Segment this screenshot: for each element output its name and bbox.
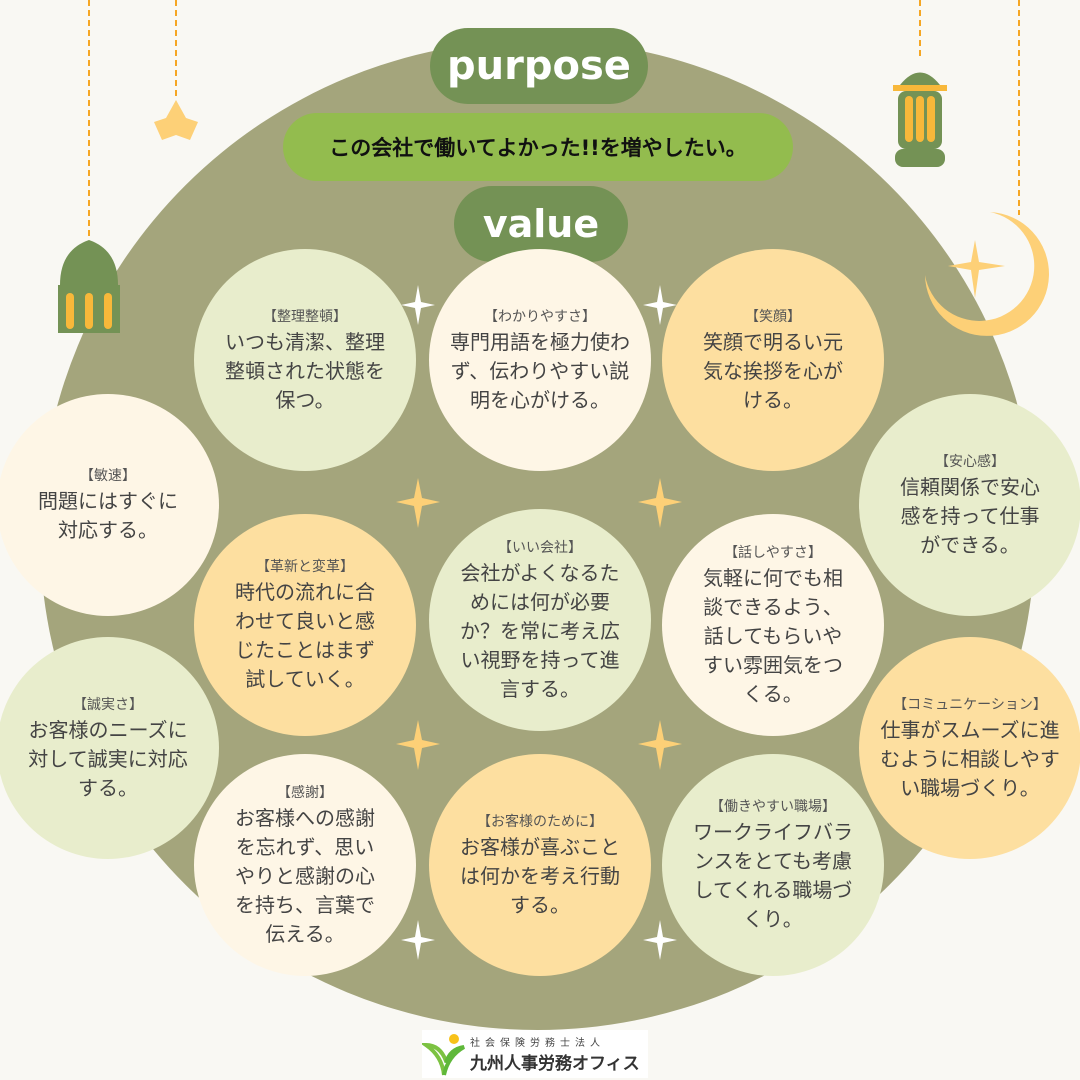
value-circle-sincerity: 【誠実さ】お客様のニーズに 対して誠実に対応 する。 [0,637,219,859]
value-circle-security: 【安心感】信頼関係で安心 感を持って仕事 ができる。 [859,394,1080,616]
value-circle-clarity: 【わかりやすさ】専門用語を極力使わ ず、伝わりやすい説 明を心がける。 [429,249,651,471]
value-body: 会社がよくなるた めには何が必要 か？を常に考え広 い視野を持って進 言する。 [460,560,620,701]
value-title: 【いい会社】 [498,539,582,556]
value-body: お客様が喜ぶこと は何かを考え行動 する。 [460,834,620,917]
purpose-label: purpose [430,28,648,104]
value-circle-approachability: 【話しやすさ】気軽に何でも相 談できるよう、 話してもらいや すい雰囲気をつ く… [662,514,884,736]
value-body: いつも清潔、整理 整頓された状態を 保つ。 [225,329,385,412]
lantern-right-icon [893,72,947,167]
value-circle-smile: 【笑顔】笑顔で明るい元 気な挨拶を心が ける。 [662,249,884,471]
value-body: 仕事がスムーズに進 むように相談しやす い職場づくり。 [880,717,1060,800]
logo-name: 九州人事労務オフィス [470,1054,640,1074]
logo-subtitle: 社会保険労務士法人 [470,1038,605,1049]
value-body: 時代の流れに合 わせて良いと感 じたことはまず 試していく。 [235,580,375,691]
star-icon [154,100,198,140]
value-circle-organization: 【整理整頓】いつも清潔、整理 整頓された状態を 保つ。 [194,249,416,471]
value-title: 【誠実さ】 [73,696,143,713]
value-title: 【わかりやすさ】 [484,308,596,325]
value-body: 気軽に何でも相 談できるよう、 話してもらいや すい雰囲気をつ くる。 [703,565,843,706]
value-circle-communication: 【コミュニケーション】仕事がスムーズに進 むように相談しやす い職場づくり。 [859,637,1080,859]
value-title: 【働きやすい職場】 [710,799,836,815]
leaf-logo-icon [422,1034,466,1076]
sparkles [401,285,677,960]
value-title: 【安心感】 [935,453,1005,470]
value-title: 【敏速】 [80,468,136,484]
value-body: ワークライフバラ ンスをとても考慮 してくれる職場づ くり。 [693,820,853,931]
lantern-left-icon [58,240,120,333]
moon-icon [925,212,1049,336]
value-circle-good-company: 【いい会社】会社がよくなるた めには何が必要 か？を常に考え広 い視野を持って進… [429,509,651,731]
value-body: 専門用語を極力使わ ず、伝わりやすい説 明を心がける。 [450,329,630,412]
value-title: 【お客様のために】 [477,813,603,830]
value-label: value [454,186,628,262]
mission-statement: この会社で働いてよかった!!を増やしたい。 [283,113,793,181]
value-body: お客様への感謝 を忘れず、思い やりと感謝の心 を持ち、言葉で 伝える。 [235,805,375,946]
company-logo: 社会保険労務士法人 九州人事労務オフィス [422,1030,648,1078]
value-body: 笑顔で明るい元 気な挨拶を心が ける。 [703,329,843,412]
value-circle-speed: 【敏速】問題にはすぐに 対応する。 [0,394,219,616]
sparkle-icon [948,240,1005,298]
value-body: 信頼関係で安心 感を持って仕事 ができる。 [900,474,1040,557]
value-circle-gratitude: 【感謝】お客様への感謝 を忘れず、思い やりと感謝の心 を持ち、言葉で 伝える。 [194,754,416,976]
value-body: 問題にはすぐに 対応する。 [38,489,178,542]
value-body: お客様のニーズに 対して誠実に対応 する。 [28,717,188,800]
value-circle-innovation: 【革新と変革】時代の流れに合 わせて良いと感 じたことはまず 試していく。 [194,514,416,736]
value-circle-for-customers: 【お客様のために】お客様が喜ぶこと は何かを考え行動 する。 [429,754,651,976]
value-title: 【革新と変革】 [256,559,354,575]
value-title: 【感謝】 [277,784,333,801]
value-title: 【整理整頓】 [263,308,347,325]
value-title: 【コミュニケーション】 [893,696,1047,713]
value-title: 【笑顔】 [745,308,801,325]
value-title: 【話しやすさ】 [724,544,822,561]
value-circle-workplace: 【働きやすい職場】ワークライフバラ ンスをとても考慮 してくれる職場づ くり。 [662,754,884,976]
